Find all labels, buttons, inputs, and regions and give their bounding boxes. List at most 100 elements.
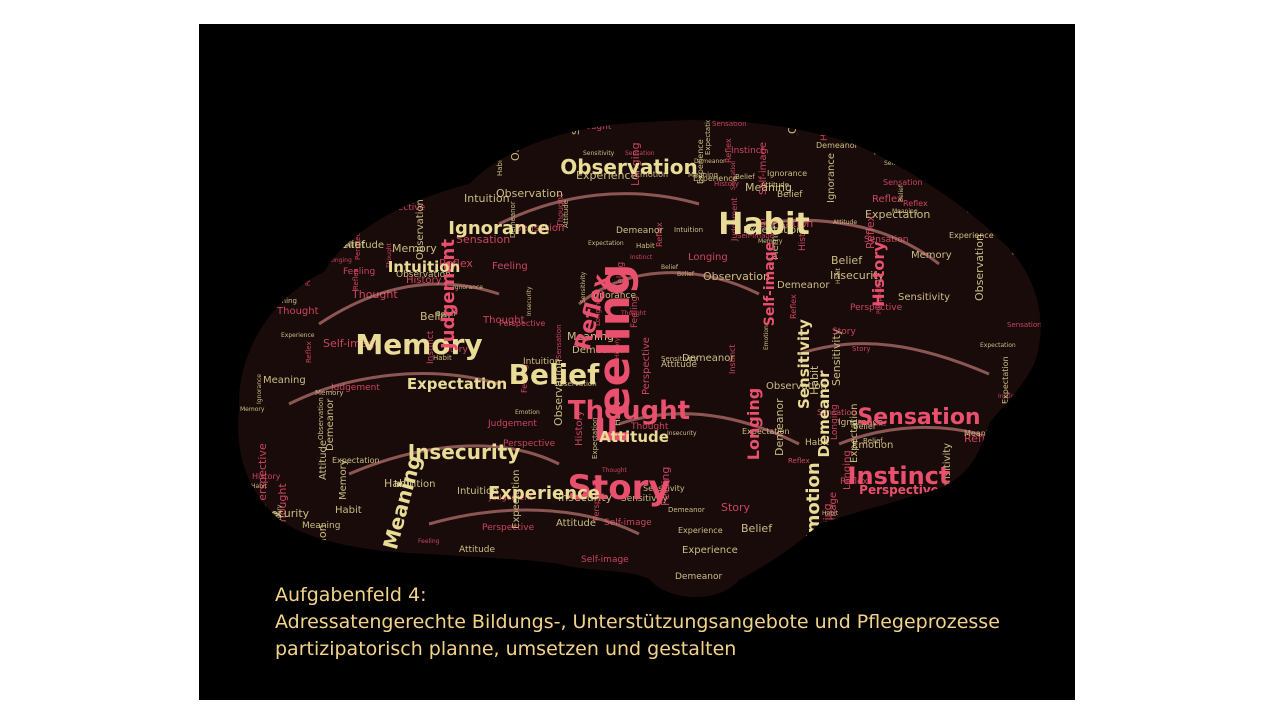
cloud-word-small: Sensitivity — [455, 91, 464, 133]
cloud-word: Memory — [355, 328, 482, 361]
cloud-word-small: Sensation — [456, 233, 510, 246]
cloud-word-small: Sensation — [817, 408, 856, 417]
cloud-word-small: Longing — [594, 298, 602, 326]
cloud-word-small: Emotion — [852, 440, 893, 451]
cloud-word-small: Instinct — [998, 393, 1021, 400]
cloud-word-small: Self-image — [758, 142, 769, 195]
brain-fold — [798, 342, 990, 376]
cloud-word: Perspective — [859, 483, 939, 497]
cloud-word-small: Intuition — [405, 567, 438, 576]
cloud-word-small: Observation — [509, 94, 522, 161]
cloud-word-small: Memory — [240, 406, 265, 413]
cloud-word-small: Story — [832, 327, 856, 337]
cloud-word-small: Observation — [766, 381, 827, 392]
cloud-word-small: Judgement — [330, 383, 380, 393]
cloud-word-small: Habit — [868, 517, 876, 536]
cloud-word-small: Instinct — [630, 254, 653, 261]
cloud-word-small: Reflex — [872, 194, 903, 205]
cloud-word-small: Observation — [973, 234, 986, 301]
cloud-word-small: Expectation — [511, 470, 522, 529]
cloud-word-small: Expectation — [743, 225, 802, 236]
cloud-word-small: Habit — [613, 402, 623, 426]
cloud-word-small: Intuition — [239, 103, 247, 132]
cloud-word-small: Instinct — [231, 294, 242, 331]
cloud-word-small: Observation — [554, 380, 597, 388]
cloud-word-small: Story — [409, 170, 419, 194]
cloud-word-small: Intuition — [464, 192, 510, 205]
cloud-word-small: Experience — [696, 139, 705, 184]
cloud-word-small: Memory — [911, 250, 952, 261]
cloud-word-small: Self-image — [323, 337, 382, 350]
cloud-word-small: Meaning — [599, 88, 609, 126]
cloud-word: History — [869, 241, 888, 307]
cloud-word-small: Thought — [573, 122, 612, 132]
cloud-word-small: History — [714, 180, 739, 188]
cloud-word-small: Instinct — [994, 449, 1001, 472]
cloud-word: Thought — [568, 396, 690, 426]
cloud-word-small: Observation — [786, 67, 799, 134]
cloud-word-small: Reflex — [368, 572, 393, 581]
cloud-word-small: Meaning — [1029, 124, 1063, 133]
cloud-word-small: Ignorance — [256, 374, 263, 404]
cloud-word-small: Belief — [863, 437, 883, 445]
cloud-word-small: Self-image — [872, 515, 880, 552]
cloud-word-small: Habit — [433, 354, 452, 362]
cloud-word-small: Experience — [682, 545, 738, 556]
brain-fold — [348, 444, 560, 476]
cloud-word-small: Habit — [251, 483, 268, 490]
cloud-word-small: Belief — [741, 522, 773, 535]
cloud-word-small: Sensitivity — [583, 150, 615, 157]
cloud-word-small: Expectation — [591, 417, 599, 459]
cloud-word-small: Reflex — [305, 341, 313, 363]
cloud-word-small: Story — [721, 501, 751, 514]
cloud-word-small: Longing — [328, 257, 352, 264]
cloud-word-small: Longing — [830, 404, 840, 440]
cloud-word-small: Insecurity — [558, 491, 613, 504]
cloud-word-small: Habit — [384, 477, 414, 490]
cloud-word-small: Belief — [831, 254, 863, 267]
cloud-word-small: Feeling — [630, 296, 640, 328]
cloud-word-small: Self-image — [828, 492, 839, 545]
cloud-word-small: Reflex — [655, 222, 664, 247]
cloud-word-small: Sensitivity — [571, 83, 582, 135]
cloud-word-small: Emotion — [315, 112, 326, 153]
cloud-word-small: Thought — [251, 195, 294, 206]
cloud-word-small: Belief — [420, 310, 452, 323]
cloud-word-small: Feeling — [418, 538, 440, 545]
cloud-word-small: Expectation — [1001, 356, 1010, 404]
cloud-word-small: Self-image — [737, 232, 774, 240]
cloud-word-small: Belief — [735, 173, 755, 181]
cloud-word-small: Memory — [770, 219, 781, 260]
cloud-word-small: Demeanor — [694, 158, 726, 165]
cloud-word-small: Experience — [1012, 221, 1019, 255]
cloud-word-small: Observation — [496, 187, 563, 200]
cloud-word-small: Sensation — [883, 178, 922, 187]
caption-heading: Aufgabenfeld 4: — [275, 584, 427, 606]
cloud-word-small: Intuition — [674, 226, 703, 234]
cloud-word-small: Intuition — [457, 486, 498, 497]
cloud-word-small: Sensation — [555, 324, 563, 359]
cloud-word-small: Sensitivity — [898, 292, 950, 303]
cloud-word-small: Belief — [777, 190, 803, 200]
cloud-word-small: Perspective — [503, 439, 556, 449]
cloud-word-small: Observation — [415, 199, 426, 260]
cloud-word-small: Habit — [805, 438, 829, 448]
cloud-word-small: Demeanor — [572, 345, 625, 356]
cloud-word-small: Attitude — [458, 572, 490, 581]
cloud-word-small: Intuition — [990, 158, 1027, 168]
cloud-word-small: Reflex — [788, 457, 810, 465]
cloud-word-small: Intuition — [974, 168, 985, 209]
cloud-word-small: Sensitivity — [643, 484, 685, 493]
cloud-word-small: Memory — [358, 195, 386, 203]
cloud-word-small: Demeanor — [777, 280, 830, 291]
cloud-word-small: Emotion — [381, 121, 389, 150]
cloud-word-small: History — [975, 155, 1011, 166]
cloud-word-small: Sensation — [730, 160, 737, 190]
cloud-word-small: Longing — [688, 252, 728, 263]
cloud-word-small: Reflex — [439, 257, 473, 270]
cloud-word: Story — [567, 468, 670, 508]
cloud-word-small: Reflex — [724, 138, 733, 163]
cloud-word-small: Thought — [630, 422, 669, 432]
cloud-word-small: Ignorance — [767, 169, 807, 178]
cloud-word-small: Meaning — [964, 429, 998, 438]
